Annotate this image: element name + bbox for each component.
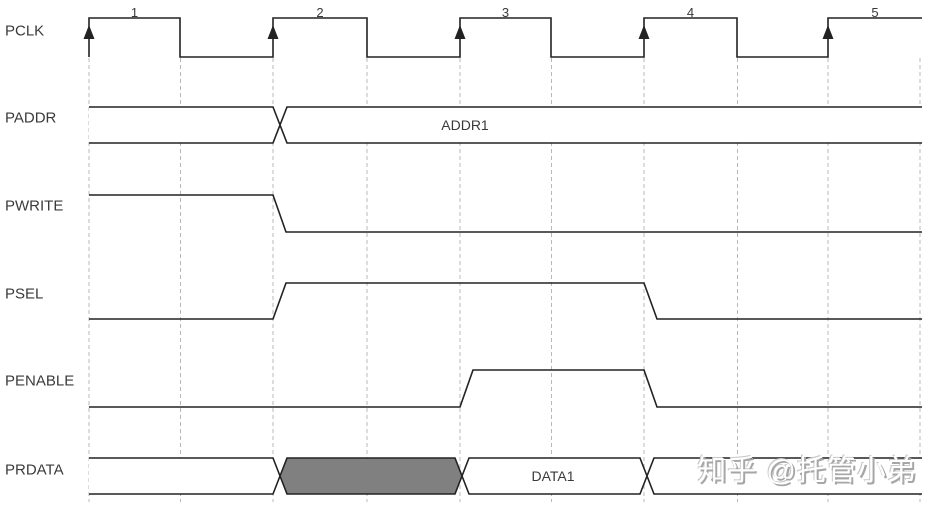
- bus-segment-fill-valid: [647, 458, 922, 494]
- cycle-number: 5: [871, 5, 878, 20]
- signal-label-psel: PSEL: [5, 286, 43, 303]
- rising-edge-arrow-icon: [83, 25, 95, 39]
- signal-label-prdata: PRDATA: [5, 462, 64, 479]
- signal-label-pwrite: PWRITE: [5, 198, 63, 215]
- rising-edge-arrow-icon: [822, 25, 834, 39]
- waveform-prdata: [279, 457, 463, 495]
- waveform-penable: [89, 369, 922, 408]
- waveform-pwrite: [89, 194, 922, 233]
- bus-segment-fill-valid: [462, 458, 647, 494]
- bus-segment-fill-valid: [89, 107, 280, 143]
- signal-label-paddr: PADDR: [5, 110, 57, 127]
- rising-edge-arrow-icon: [267, 25, 279, 39]
- bus-value-label: DATA1: [531, 468, 574, 484]
- bus-segment-fill-unknown: [280, 458, 462, 494]
- waveform-psel: [89, 282, 922, 320]
- cycle-number: 4: [687, 5, 694, 20]
- signal-label-pclk: PCLK: [5, 23, 44, 40]
- rising-edge-arrow-icon: [454, 25, 466, 39]
- signal-label-penable: PENABLE: [5, 373, 74, 390]
- waveform-paddr: [279, 106, 922, 144]
- waveform-prdata: [646, 457, 922, 495]
- bus-value-label: ADDR1: [441, 117, 489, 133]
- waveform-prdata: [461, 457, 648, 495]
- waveform-pclk: [88, 17, 922, 58]
- zhihu-watermark: 知乎 @托管小弟: [697, 455, 917, 487]
- bus-segment-fill-valid: [89, 458, 280, 494]
- cycle-number: 2: [316, 5, 323, 20]
- waveform-prdata: [89, 457, 281, 495]
- rising-edge-arrow-icon: [638, 25, 650, 39]
- cycle-number: 3: [502, 5, 509, 20]
- cycle-number: 1: [131, 5, 138, 20]
- waveform-paddr: [89, 106, 281, 144]
- bus-segment-fill-valid: [280, 107, 922, 143]
